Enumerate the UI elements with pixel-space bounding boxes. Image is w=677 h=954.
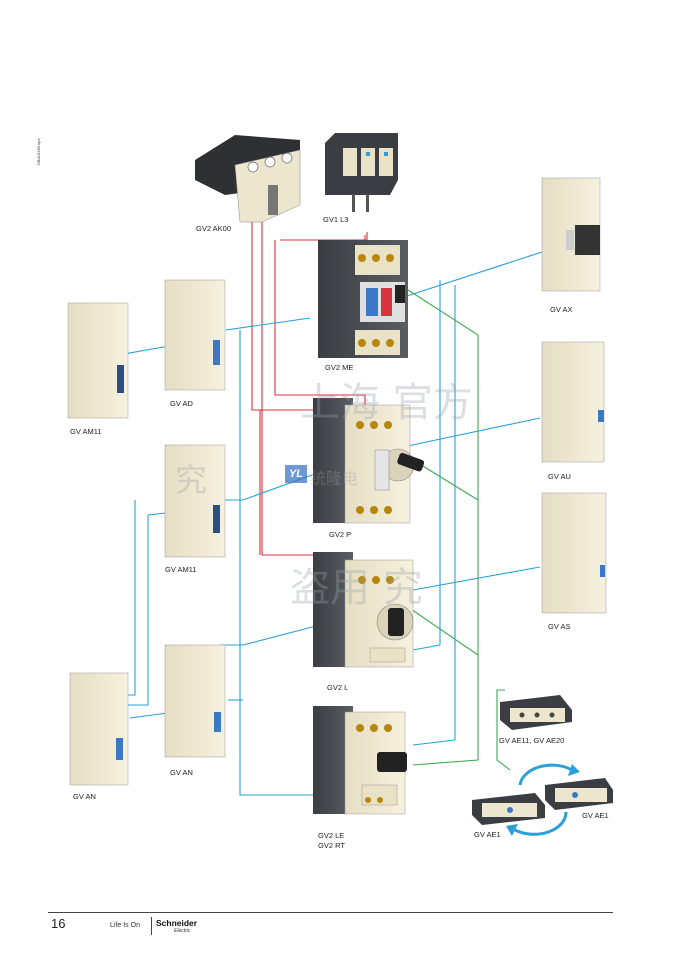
label-gvau: GV AU bbox=[548, 472, 571, 481]
gvas-module bbox=[541, 492, 607, 614]
watermark-logo: YL bbox=[285, 465, 307, 483]
gvae1-left-block bbox=[472, 793, 545, 825]
gvax-module bbox=[541, 177, 601, 292]
gv2p-breaker bbox=[313, 398, 425, 524]
page-number: 16 bbox=[51, 916, 66, 931]
green-connection-lines bbox=[404, 287, 511, 771]
label-gv2me: GV2 ME bbox=[325, 363, 354, 372]
label-gvam11-left: GV AM11 bbox=[70, 427, 102, 436]
gvan-mid-module bbox=[164, 644, 226, 758]
label-gvan-mid: GV AN bbox=[170, 768, 193, 777]
label-gv2rt: GV2 RT bbox=[318, 841, 345, 850]
gvae11-block bbox=[500, 695, 572, 730]
label-gv2l: GV2 L bbox=[327, 683, 349, 692]
brand-logo: Schneider bbox=[156, 918, 198, 928]
label-gvas: GV AS bbox=[548, 622, 571, 631]
label-gv1l3: GV1 L3 bbox=[323, 215, 349, 224]
gv2me-breaker bbox=[318, 240, 408, 358]
gv2ak00-busbar bbox=[195, 135, 301, 223]
label-gvae11: GV AE11, GV AE20 bbox=[499, 736, 565, 745]
label-gvan-left: GV AN bbox=[73, 792, 96, 801]
label-gvax: GV AX bbox=[550, 305, 573, 314]
brand-separator bbox=[151, 917, 152, 935]
document-code: DB415289.eps bbox=[36, 138, 41, 165]
brand-logo-sub: Electric bbox=[174, 928, 191, 934]
gvad-module bbox=[164, 279, 226, 391]
label-gvae1-right: GV AE1 bbox=[582, 811, 609, 820]
watermark-text-3: 盗用 究 bbox=[290, 565, 423, 611]
watermark-text-2: 究 bbox=[175, 461, 208, 499]
gvan-left-module bbox=[69, 672, 129, 786]
gvam11-left-module bbox=[67, 302, 129, 419]
watermark-text-mid: 统隆电 bbox=[310, 469, 359, 488]
watermark-text-1: 上海 官方 bbox=[300, 380, 473, 426]
gvae1-right-block bbox=[545, 778, 613, 810]
gv2le-breaker bbox=[313, 706, 407, 815]
blue-connection-lines bbox=[117, 251, 543, 796]
gvau-module bbox=[541, 341, 605, 463]
label-gvae1-left: GV AE1 bbox=[474, 830, 501, 839]
label-gvam11-mid: GV AM11 bbox=[165, 565, 197, 574]
footer-tagline: Life Is On bbox=[110, 922, 140, 929]
label-gv2ak00: GV2 AK00 bbox=[196, 224, 232, 233]
label-gvad: GV AD bbox=[170, 399, 193, 408]
label-gv2p: GV2 P bbox=[329, 530, 352, 539]
gv1l3-block bbox=[325, 133, 398, 212]
red-connection-lines bbox=[251, 222, 368, 556]
footer-rule bbox=[48, 912, 613, 913]
rotate-arrow-icon bbox=[506, 763, 580, 836]
gv2l-breaker bbox=[313, 552, 414, 668]
label-gv2le: GV2 LE bbox=[318, 831, 345, 840]
gvam11-mid-module bbox=[164, 444, 226, 558]
